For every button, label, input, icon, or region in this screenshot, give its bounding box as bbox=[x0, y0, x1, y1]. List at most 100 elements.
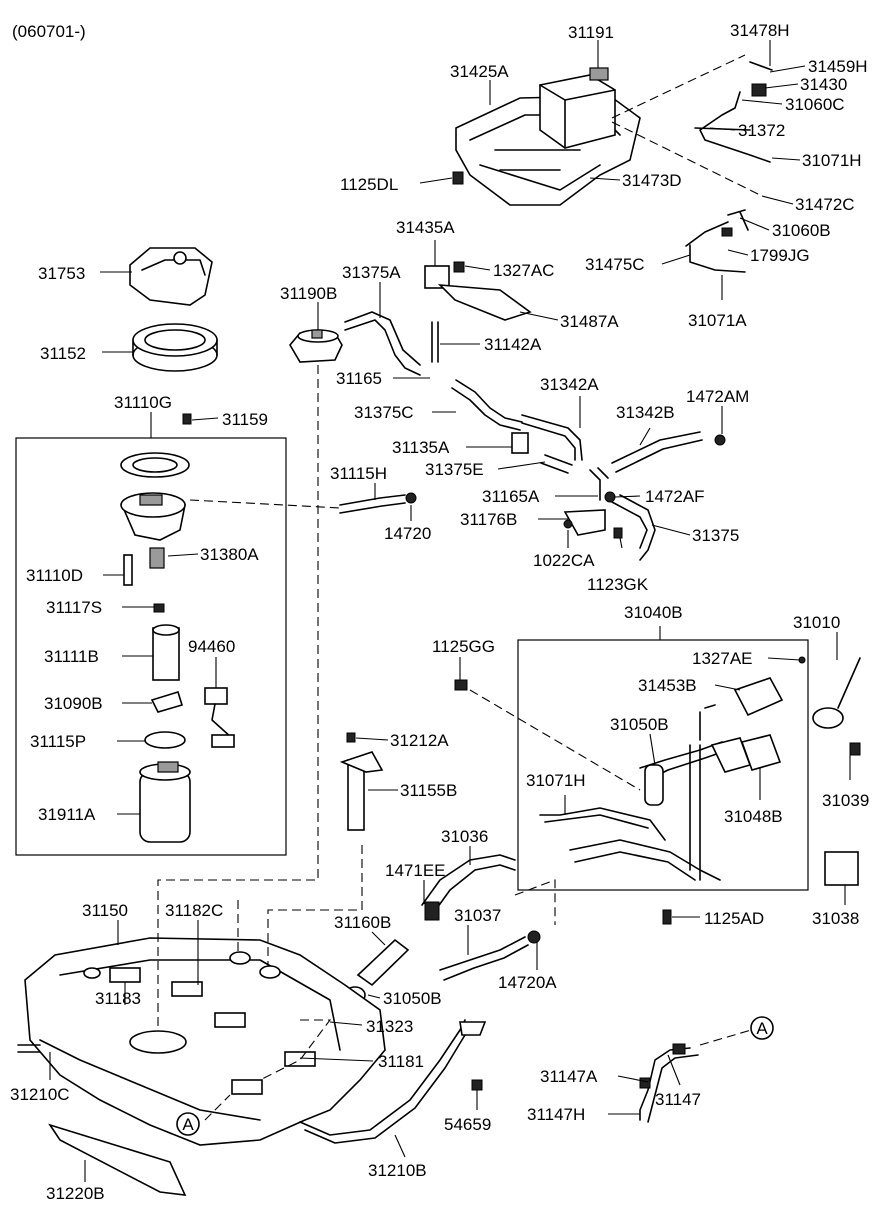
label-14720A: 14720A bbox=[498, 973, 557, 992]
label-31181: 31181 bbox=[378, 1052, 424, 1071]
filler-neck-assembly bbox=[539, 656, 861, 881]
label-31375E: 31375E bbox=[425, 460, 484, 479]
label-31135A: 31135A bbox=[392, 438, 450, 457]
label-31142A: 31142A bbox=[484, 335, 542, 354]
label-31147: 31147 bbox=[655, 1090, 701, 1109]
label-31040B: 31040B bbox=[624, 603, 683, 622]
label-31038: 31038 bbox=[812, 909, 859, 928]
label-31039: 31039 bbox=[822, 791, 869, 810]
label-1125AD: 1125AD bbox=[704, 909, 764, 928]
label-31010: 31010 bbox=[793, 613, 840, 632]
leader-lines bbox=[49, 40, 851, 1182]
label-1472AF: 1472AF bbox=[645, 487, 705, 506]
label-31380A: 31380A bbox=[200, 545, 259, 564]
label-31071A: 31071A bbox=[688, 311, 747, 330]
label-31036: 31036 bbox=[441, 827, 488, 846]
label-31487A: 31487A bbox=[560, 312, 619, 331]
label-1327AE: 1327AE bbox=[692, 649, 753, 668]
bolts bbox=[182, 171, 672, 925]
label-31152: 31152 bbox=[40, 344, 86, 363]
rollover-valve bbox=[289, 329, 343, 363]
vapor-hose-lower bbox=[639, 1043, 699, 1123]
label-31212A: 31212A bbox=[390, 731, 449, 750]
fuel-level-sender bbox=[339, 732, 384, 831]
label-31911A: 31911A bbox=[38, 805, 96, 824]
filler-neck-assembly-box bbox=[517, 639, 809, 891]
lock-ring bbox=[132, 323, 218, 372]
label-31111B: 31111B bbox=[44, 647, 99, 666]
label-31110G: 31110G bbox=[114, 393, 172, 412]
label-31090B: 31090B bbox=[44, 694, 103, 713]
label-31060B: 31060B bbox=[772, 221, 831, 240]
label-1327AC: 1327AC bbox=[493, 261, 554, 280]
vent-hoses-middle bbox=[339, 265, 726, 561]
label-31159: 31159 bbox=[222, 410, 268, 429]
label-31753: 31753 bbox=[38, 264, 85, 283]
label-31375C: 31375C bbox=[354, 403, 414, 422]
label-31115H: 31115H bbox=[330, 464, 387, 483]
label-31117S: 31117S bbox=[46, 598, 102, 617]
label-31342A: 31342A bbox=[540, 375, 599, 394]
label-31050B-bot: 31050B bbox=[383, 989, 442, 1008]
svg-text:A: A bbox=[182, 1115, 194, 1134]
label-31147A: 31147A bbox=[540, 1067, 598, 1086]
label-31430: 31430 bbox=[800, 75, 847, 94]
label-1125GG: 1125GG bbox=[432, 637, 495, 656]
label-31048B: 31048B bbox=[724, 807, 783, 826]
diagram-date-code: (060701-) bbox=[12, 22, 86, 41]
pump-cover bbox=[129, 247, 213, 306]
label-31472C: 31472C bbox=[795, 195, 855, 214]
label-31323: 31323 bbox=[366, 1017, 413, 1036]
label-31147H: 31147H bbox=[527, 1105, 585, 1124]
label-31191: 31191 bbox=[568, 23, 614, 42]
label-1799JG: 1799JG bbox=[750, 246, 810, 265]
callout-a-right: A bbox=[750, 1016, 774, 1040]
label-31435A: 31435A bbox=[396, 218, 455, 237]
label-14720: 14720 bbox=[384, 524, 431, 543]
label-31150: 31150 bbox=[82, 901, 128, 920]
label-31050B-top: 31050B bbox=[610, 715, 669, 734]
part-labels: (060701-) 31191 31478H 31459H 31425A 314… bbox=[10, 21, 869, 1203]
label-31155B: 31155B bbox=[400, 781, 457, 800]
label-31037: 31037 bbox=[454, 906, 501, 925]
label-31165A: 31165A bbox=[482, 487, 540, 506]
label-1125DL: 1125DL bbox=[340, 175, 398, 194]
label-31478H: 31478H bbox=[730, 21, 790, 40]
tank-straps bbox=[17, 1019, 487, 1196]
label-31459H: 31459H bbox=[808, 57, 868, 76]
label-31176B: 31176B bbox=[460, 510, 517, 529]
label-1471EE: 1471EE bbox=[385, 861, 446, 880]
label-31060C: 31060C bbox=[785, 95, 845, 114]
label-31375: 31375 bbox=[692, 526, 739, 545]
vapor-hoses-top bbox=[685, 61, 773, 273]
label-31220B: 31220B bbox=[46, 1184, 105, 1203]
label-1022CA: 1022CA bbox=[533, 551, 595, 570]
label-31071H-mid: 31071H bbox=[526, 771, 586, 790]
label-31182C: 31182C bbox=[165, 901, 223, 920]
charcoal-canister bbox=[539, 67, 616, 149]
label-31473D: 31473D bbox=[622, 171, 682, 190]
label-31110D: 31110D bbox=[26, 566, 83, 585]
label-31475C: 31475C bbox=[585, 255, 645, 274]
label-1123GK: 1123GK bbox=[587, 575, 649, 594]
dashed-guide-lines bbox=[157, 54, 761, 1121]
svg-text:A: A bbox=[756, 1019, 768, 1038]
label-31115P: 31115P bbox=[30, 732, 86, 751]
label-31190B: 31190B bbox=[280, 284, 337, 303]
label-94460: 94460 bbox=[188, 637, 235, 656]
label-1472AM: 1472AM bbox=[686, 387, 749, 406]
label-31165-top: 31165 bbox=[336, 369, 382, 388]
label-31210C: 31210C bbox=[10, 1085, 70, 1104]
label-31372: 31372 bbox=[738, 121, 785, 140]
label-31453B: 31453B bbox=[638, 676, 697, 695]
pump-components bbox=[120, 452, 235, 843]
label-31425A: 31425A bbox=[450, 62, 509, 81]
label-31160B: 31160B bbox=[334, 913, 391, 932]
fuel-tank bbox=[24, 937, 386, 1146]
label-54659: 54659 bbox=[444, 1115, 491, 1134]
callout-a-bottom: A bbox=[176, 1112, 200, 1136]
sealing-pad bbox=[824, 851, 859, 886]
label-31071H-top: 31071H bbox=[802, 151, 862, 170]
label-31210B: 31210B bbox=[368, 1161, 427, 1180]
